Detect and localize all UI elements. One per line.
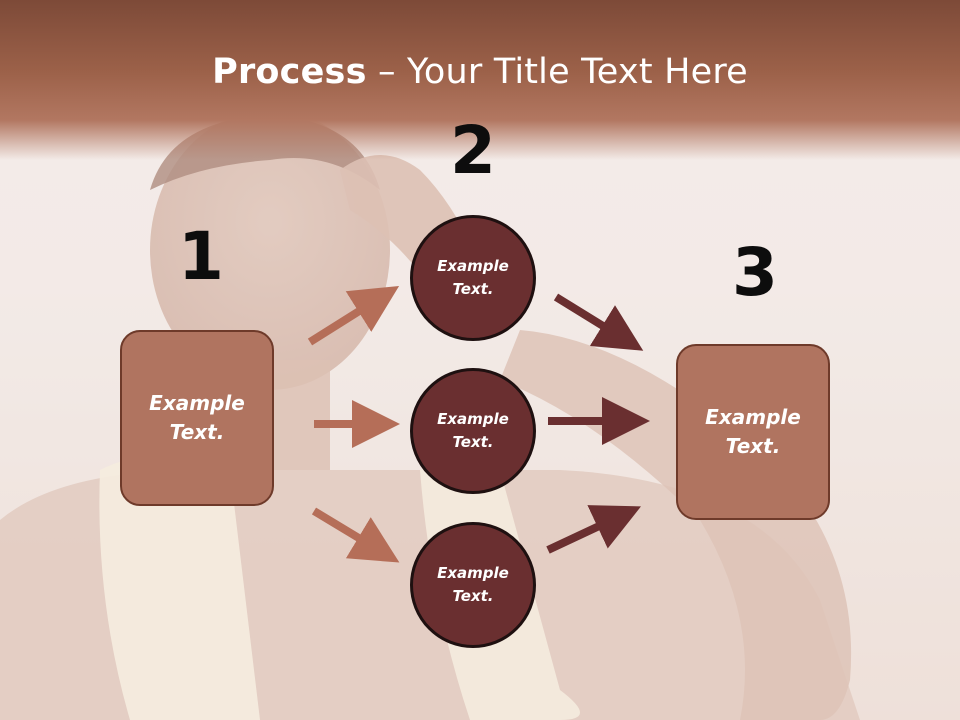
arrow-1-to-2-bottom (311, 507, 400, 563)
step-3-line1: Example (705, 405, 801, 429)
step-number-2: 2 (450, 112, 496, 189)
step-1-line1: Example (149, 391, 245, 415)
arrow-2-to-3-bottom (546, 505, 641, 554)
title-rest: – Your Title Text Here (366, 52, 748, 92)
step-3-line2: Text. (725, 434, 781, 458)
circle-bottom-line2: Text. (452, 587, 494, 605)
step-number-1: 1 (178, 218, 224, 295)
step-number-3: 3 (732, 234, 778, 311)
title-bar (0, 0, 960, 160)
circle-middle-line2: Text. (452, 433, 494, 451)
circle-top-line2: Text. (452, 280, 494, 298)
title-bold: Process (212, 52, 367, 92)
arrow-2-to-3-top (553, 293, 644, 351)
circle-middle-line1: Example (437, 410, 509, 428)
circle-bottom-line1: Example (437, 564, 509, 582)
arrow-1-to-2-top (307, 285, 400, 346)
circle-top-line1: Example (437, 257, 509, 275)
slide-title: Process – Your Title Text Here (0, 52, 960, 92)
step-1-line2: Text. (169, 420, 225, 444)
